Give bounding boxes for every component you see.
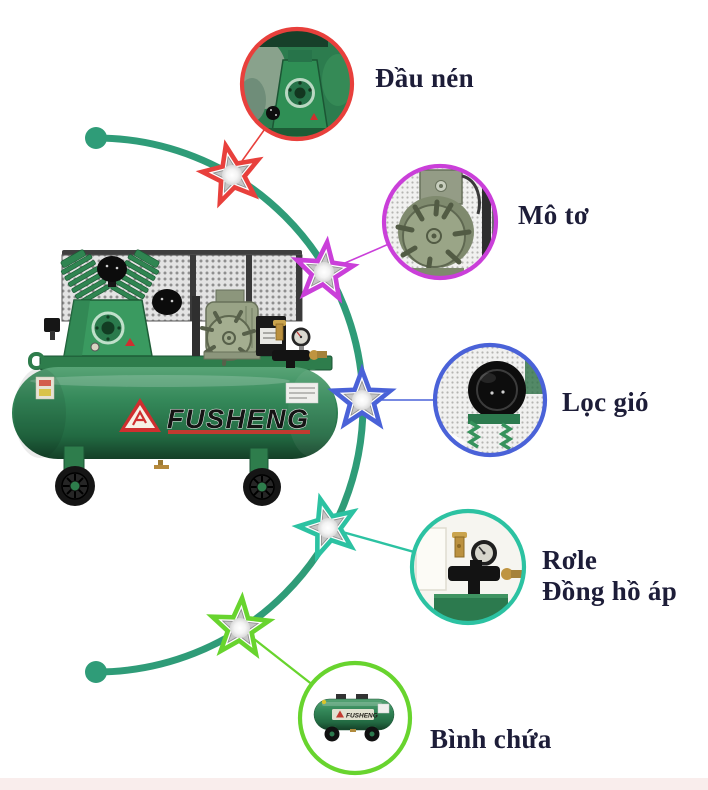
tank-brand-text: FUSHENG: [346, 713, 378, 720]
motor: [192, 289, 261, 366]
brand-logo: FUSHENG: [119, 398, 310, 435]
label-motor: Mô tơ: [518, 200, 590, 230]
timeline-star-pressure-relay: [291, 492, 359, 563]
wheel-right: [243, 447, 281, 506]
timeline-star-air-filter: [327, 363, 397, 430]
callout-circle-air-filter: [432, 342, 548, 458]
lift-hook-left: [28, 352, 45, 370]
timeline-star-tank: [206, 591, 276, 660]
callout-circle-tank: FUSHENG: [297, 660, 413, 776]
arc-endpoint-dot-top: [85, 127, 107, 149]
air-filter-discs: [97, 256, 182, 315]
timeline-star-compression-head: [195, 139, 264, 209]
wheel-left: [55, 445, 95, 506]
bottom-strip: [0, 778, 708, 790]
callout-circle-compression-head: [239, 26, 355, 142]
timeline-star-motor: [290, 235, 360, 304]
brand-text: FUSHENG: [167, 404, 310, 434]
callout-circle-motor: [381, 163, 499, 281]
pressure-switch-assembly: [256, 316, 327, 368]
label-pressure-relay: Rơle Đồng hồ áp: [542, 545, 677, 608]
label-compression-head: Đầu nén: [375, 63, 474, 93]
label-relay-line1: Rơle: [542, 545, 598, 575]
label-tank: Bình chứa: [430, 724, 552, 754]
label-relay-line2: Đồng hồ áp: [542, 576, 678, 607]
arc-endpoint-dot-bottom: [85, 661, 107, 683]
label-air-filter: Lọc gió: [562, 387, 649, 417]
tank: [12, 367, 338, 459]
pump: [44, 249, 182, 357]
product-photo: FUSHENG: [12, 249, 338, 506]
drain-valve: [154, 460, 169, 469]
callout-circle-pressure-relay: [409, 508, 527, 626]
